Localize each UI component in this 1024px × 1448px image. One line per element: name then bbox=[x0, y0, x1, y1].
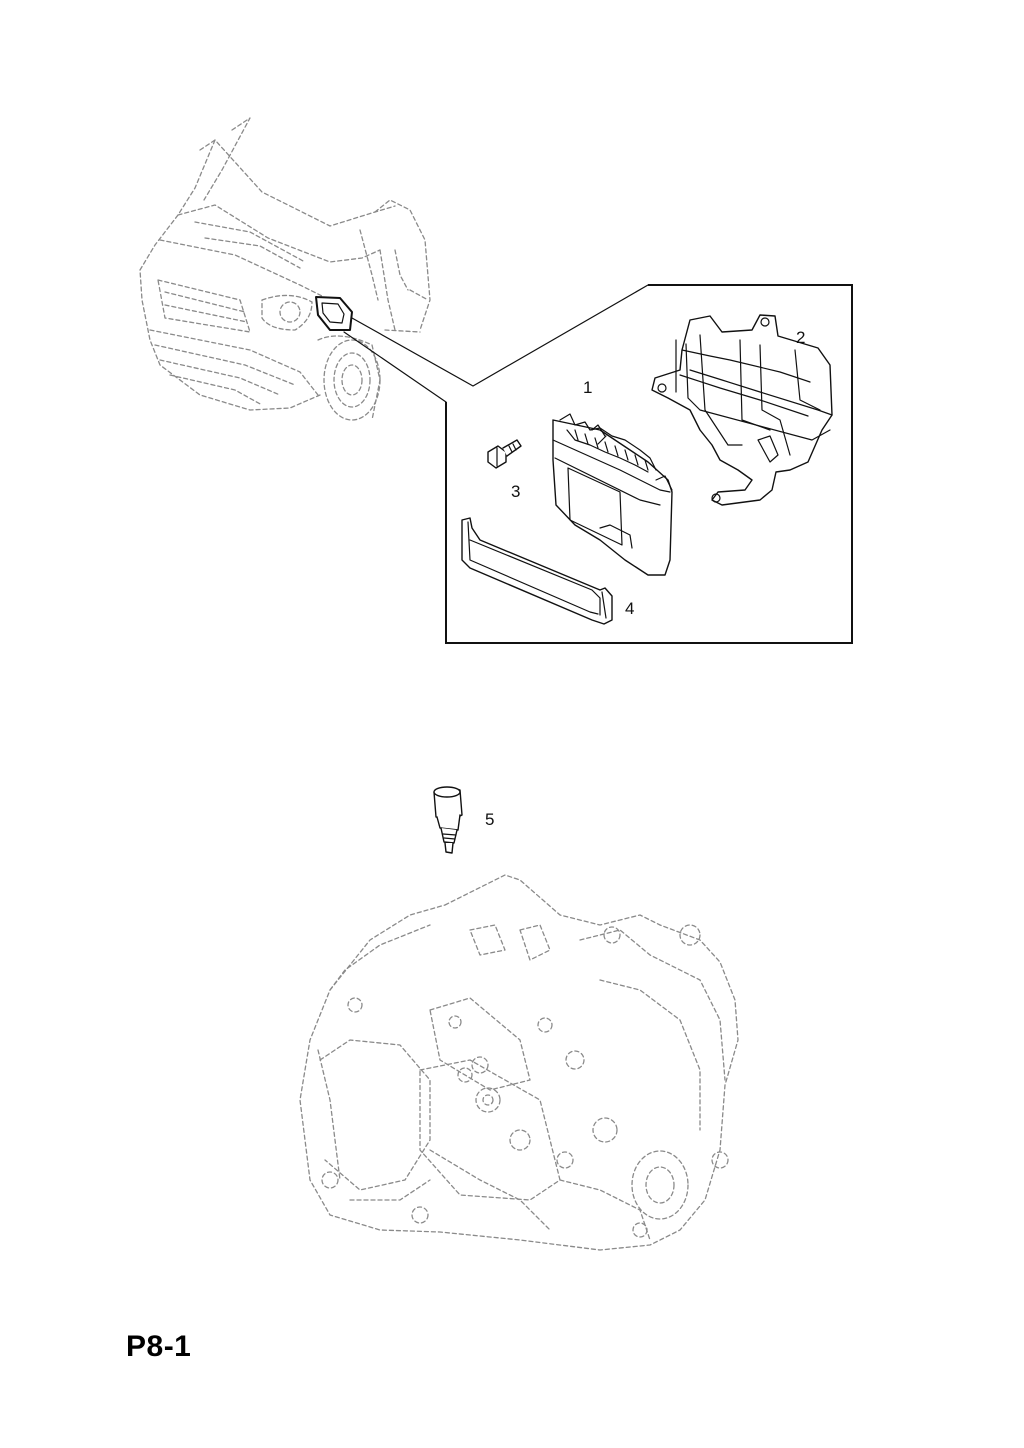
detail-inset-frame bbox=[445, 284, 853, 644]
callout-5: 5 bbox=[485, 810, 494, 829]
callout-3: 3 bbox=[511, 482, 520, 501]
callout-4: 4 bbox=[625, 599, 634, 618]
bolt-part bbox=[487, 439, 522, 469]
leader-line bbox=[351, 284, 649, 387]
strap-part bbox=[461, 517, 613, 625]
transmission-illustration bbox=[299, 874, 739, 1251]
page-label: P8-1 bbox=[126, 1330, 192, 1363]
sensor-switch-part bbox=[433, 786, 463, 854]
ecu-location-marker bbox=[315, 296, 353, 331]
callout-1: 1 bbox=[583, 378, 592, 397]
callout-2: 2 bbox=[796, 328, 805, 347]
vehicle-front-illustration bbox=[139, 117, 431, 421]
ecu-module-part bbox=[552, 413, 673, 576]
leader-line bbox=[343, 331, 447, 403]
bracket-part bbox=[651, 314, 833, 506]
